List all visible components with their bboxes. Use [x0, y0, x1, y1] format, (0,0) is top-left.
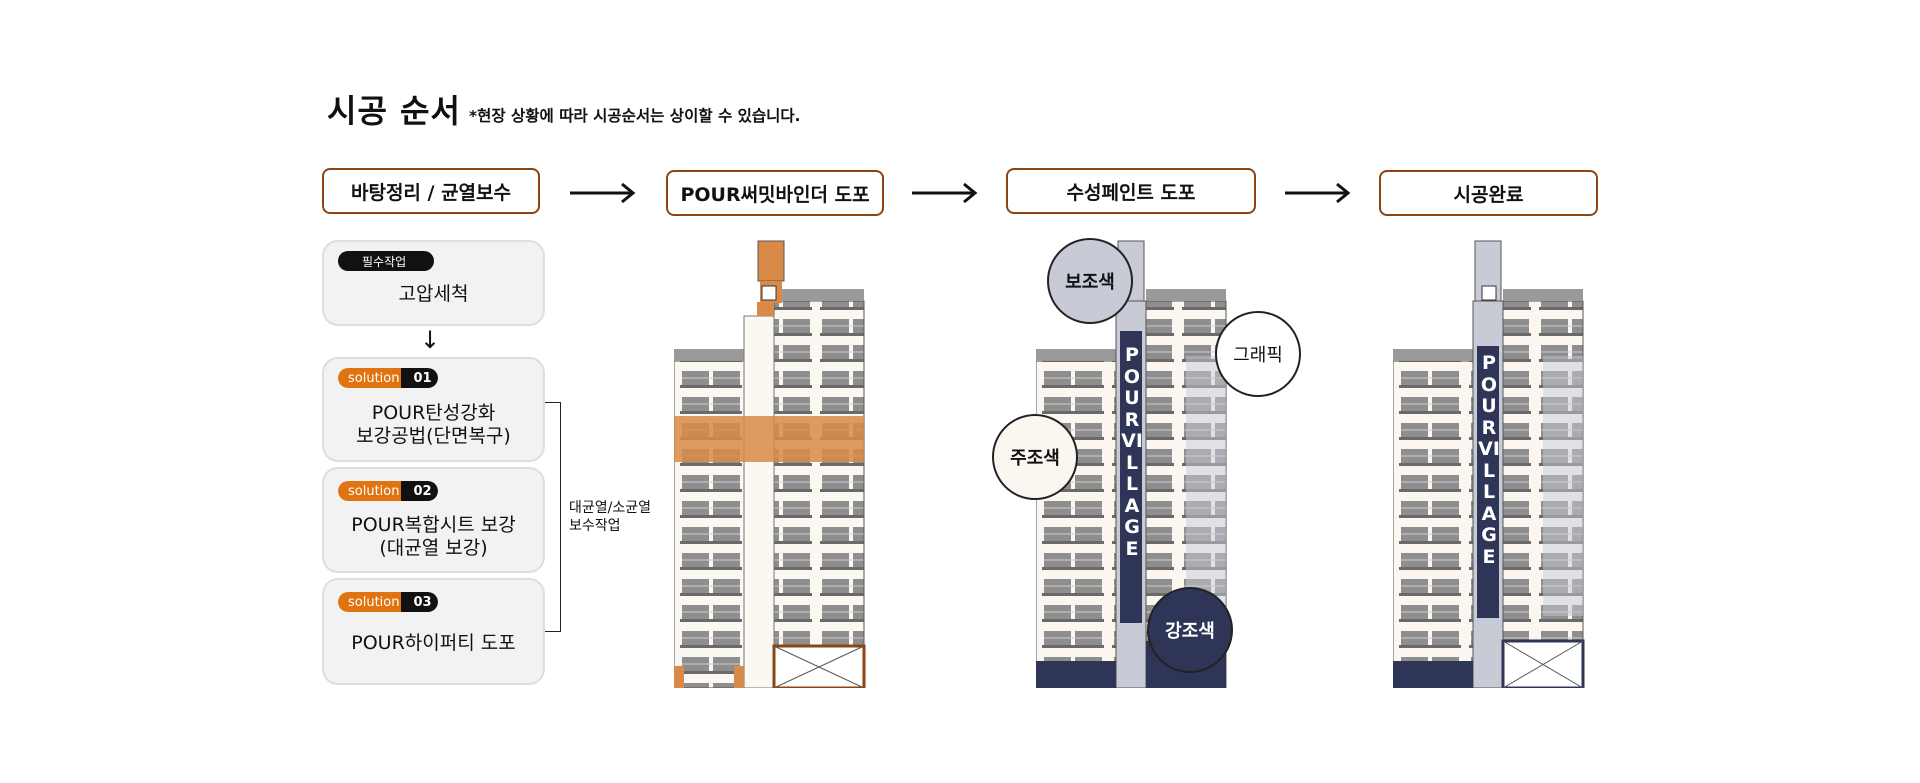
- step-2-box: POUR써밋바인더 도포: [666, 170, 884, 216]
- card-text: 고압세척: [398, 283, 469, 305]
- step-arrow-3: [1285, 182, 1351, 204]
- bracket-label: 대균열/소균열 보수작업: [569, 500, 651, 534]
- down-arrow-icon: ↓: [420, 326, 441, 354]
- step-1-box: 바탕정리 / 균열보수: [322, 168, 540, 214]
- building-primer-illustration: [674, 240, 866, 688]
- required-badge: 필수작업: [338, 251, 435, 271]
- solution-03-line1: POUR하이퍼티 도포: [351, 632, 516, 654]
- building-sign-complete: POUR VILLAGE: [1478, 352, 1500, 568]
- construction-note: *현장 상황에 따라 시공순서는 상이할 수 있습니다.: [469, 107, 801, 125]
- color-circle-accent: 강조색: [1147, 587, 1233, 673]
- step-3-box: 수성페인트 도포: [1006, 168, 1256, 214]
- step-2-label: POUR써밋바인더 도포: [680, 183, 870, 206]
- bracket: [545, 402, 561, 632]
- solution-02-line2: (대균열 보강): [379, 537, 488, 559]
- color-circle-primary: 주조색: [992, 414, 1078, 500]
- solution-01-line1: POUR탄성강화: [371, 402, 496, 424]
- step-4-label: 시공완료: [1453, 183, 1524, 206]
- step-1-label: 바탕정리 / 균열보수: [350, 181, 511, 204]
- card-high-pressure-wash: 필수작업 고압세척: [322, 240, 545, 326]
- page-title: 시공 순서: [327, 92, 461, 130]
- color-circle-secondary: 보조색: [1047, 238, 1133, 324]
- step-arrow-1: [570, 182, 636, 204]
- step-4-box: 시공완료: [1379, 170, 1598, 216]
- step-arrow-2: [912, 182, 978, 204]
- solution-02-line1: POUR복합시트 보강: [351, 514, 516, 536]
- solution-01-line2: 보강공법(단면복구): [356, 425, 511, 447]
- building-sign-paint: POUR VILLAGE: [1121, 344, 1143, 560]
- building-complete-illustration: [1393, 240, 1585, 688]
- color-circle-graphic: 그래픽: [1215, 311, 1301, 397]
- step-3-label: 수성페인트 도포: [1066, 181, 1196, 204]
